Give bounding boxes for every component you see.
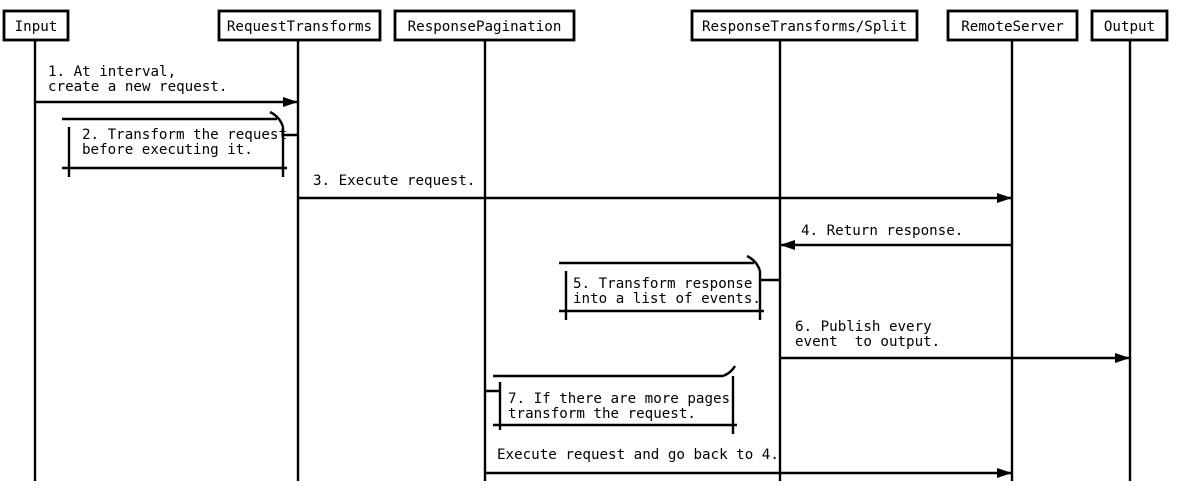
note-text-line: into a list of events. — [573, 291, 761, 307]
message-arrowhead — [997, 468, 1012, 478]
message-label: 4. Return response. — [801, 223, 963, 239]
note-text-line: transform the request. — [508, 406, 696, 422]
message-label: event to output. — [795, 334, 940, 350]
note-text-line: before executing it. — [82, 142, 253, 158]
actor-box — [1090, 9, 1169, 42]
message-label: Execute request and go back to 4. — [497, 447, 779, 463]
message-label: create a new request. — [48, 79, 227, 95]
actor-label: RemoteServer — [961, 19, 1064, 35]
note-text-line: 5. Transform response — [573, 276, 752, 292]
actor-box — [217, 9, 382, 42]
message-arrowhead — [997, 193, 1012, 203]
message-arrowhead — [780, 240, 795, 250]
message-label: 3. Execute request. — [313, 173, 475, 189]
note-text-line: 2. Transform the request — [82, 127, 287, 143]
actor-label: ResponsePagination — [408, 19, 562, 35]
actor-box — [393, 9, 576, 42]
note-outline — [485, 365, 737, 434]
actor-label: Output — [1104, 19, 1155, 35]
actor-box — [690, 9, 919, 42]
actor-label: Input — [15, 19, 58, 35]
actor-box — [946, 9, 1079, 42]
message-label: 1. At interval, — [48, 64, 176, 80]
note-text-line: 7. If there are more pages — [508, 391, 730, 407]
message-label: 6. Publish every — [795, 319, 932, 335]
actor-label: ResponseTransforms/Split — [702, 19, 907, 35]
message-arrowhead — [1115, 353, 1130, 363]
actor-label: RequestTransforms — [227, 19, 372, 35]
message-arrowhead — [283, 97, 298, 107]
actor-box — [2, 9, 70, 42]
note-outline — [559, 254, 780, 320]
note-outline — [62, 110, 298, 177]
